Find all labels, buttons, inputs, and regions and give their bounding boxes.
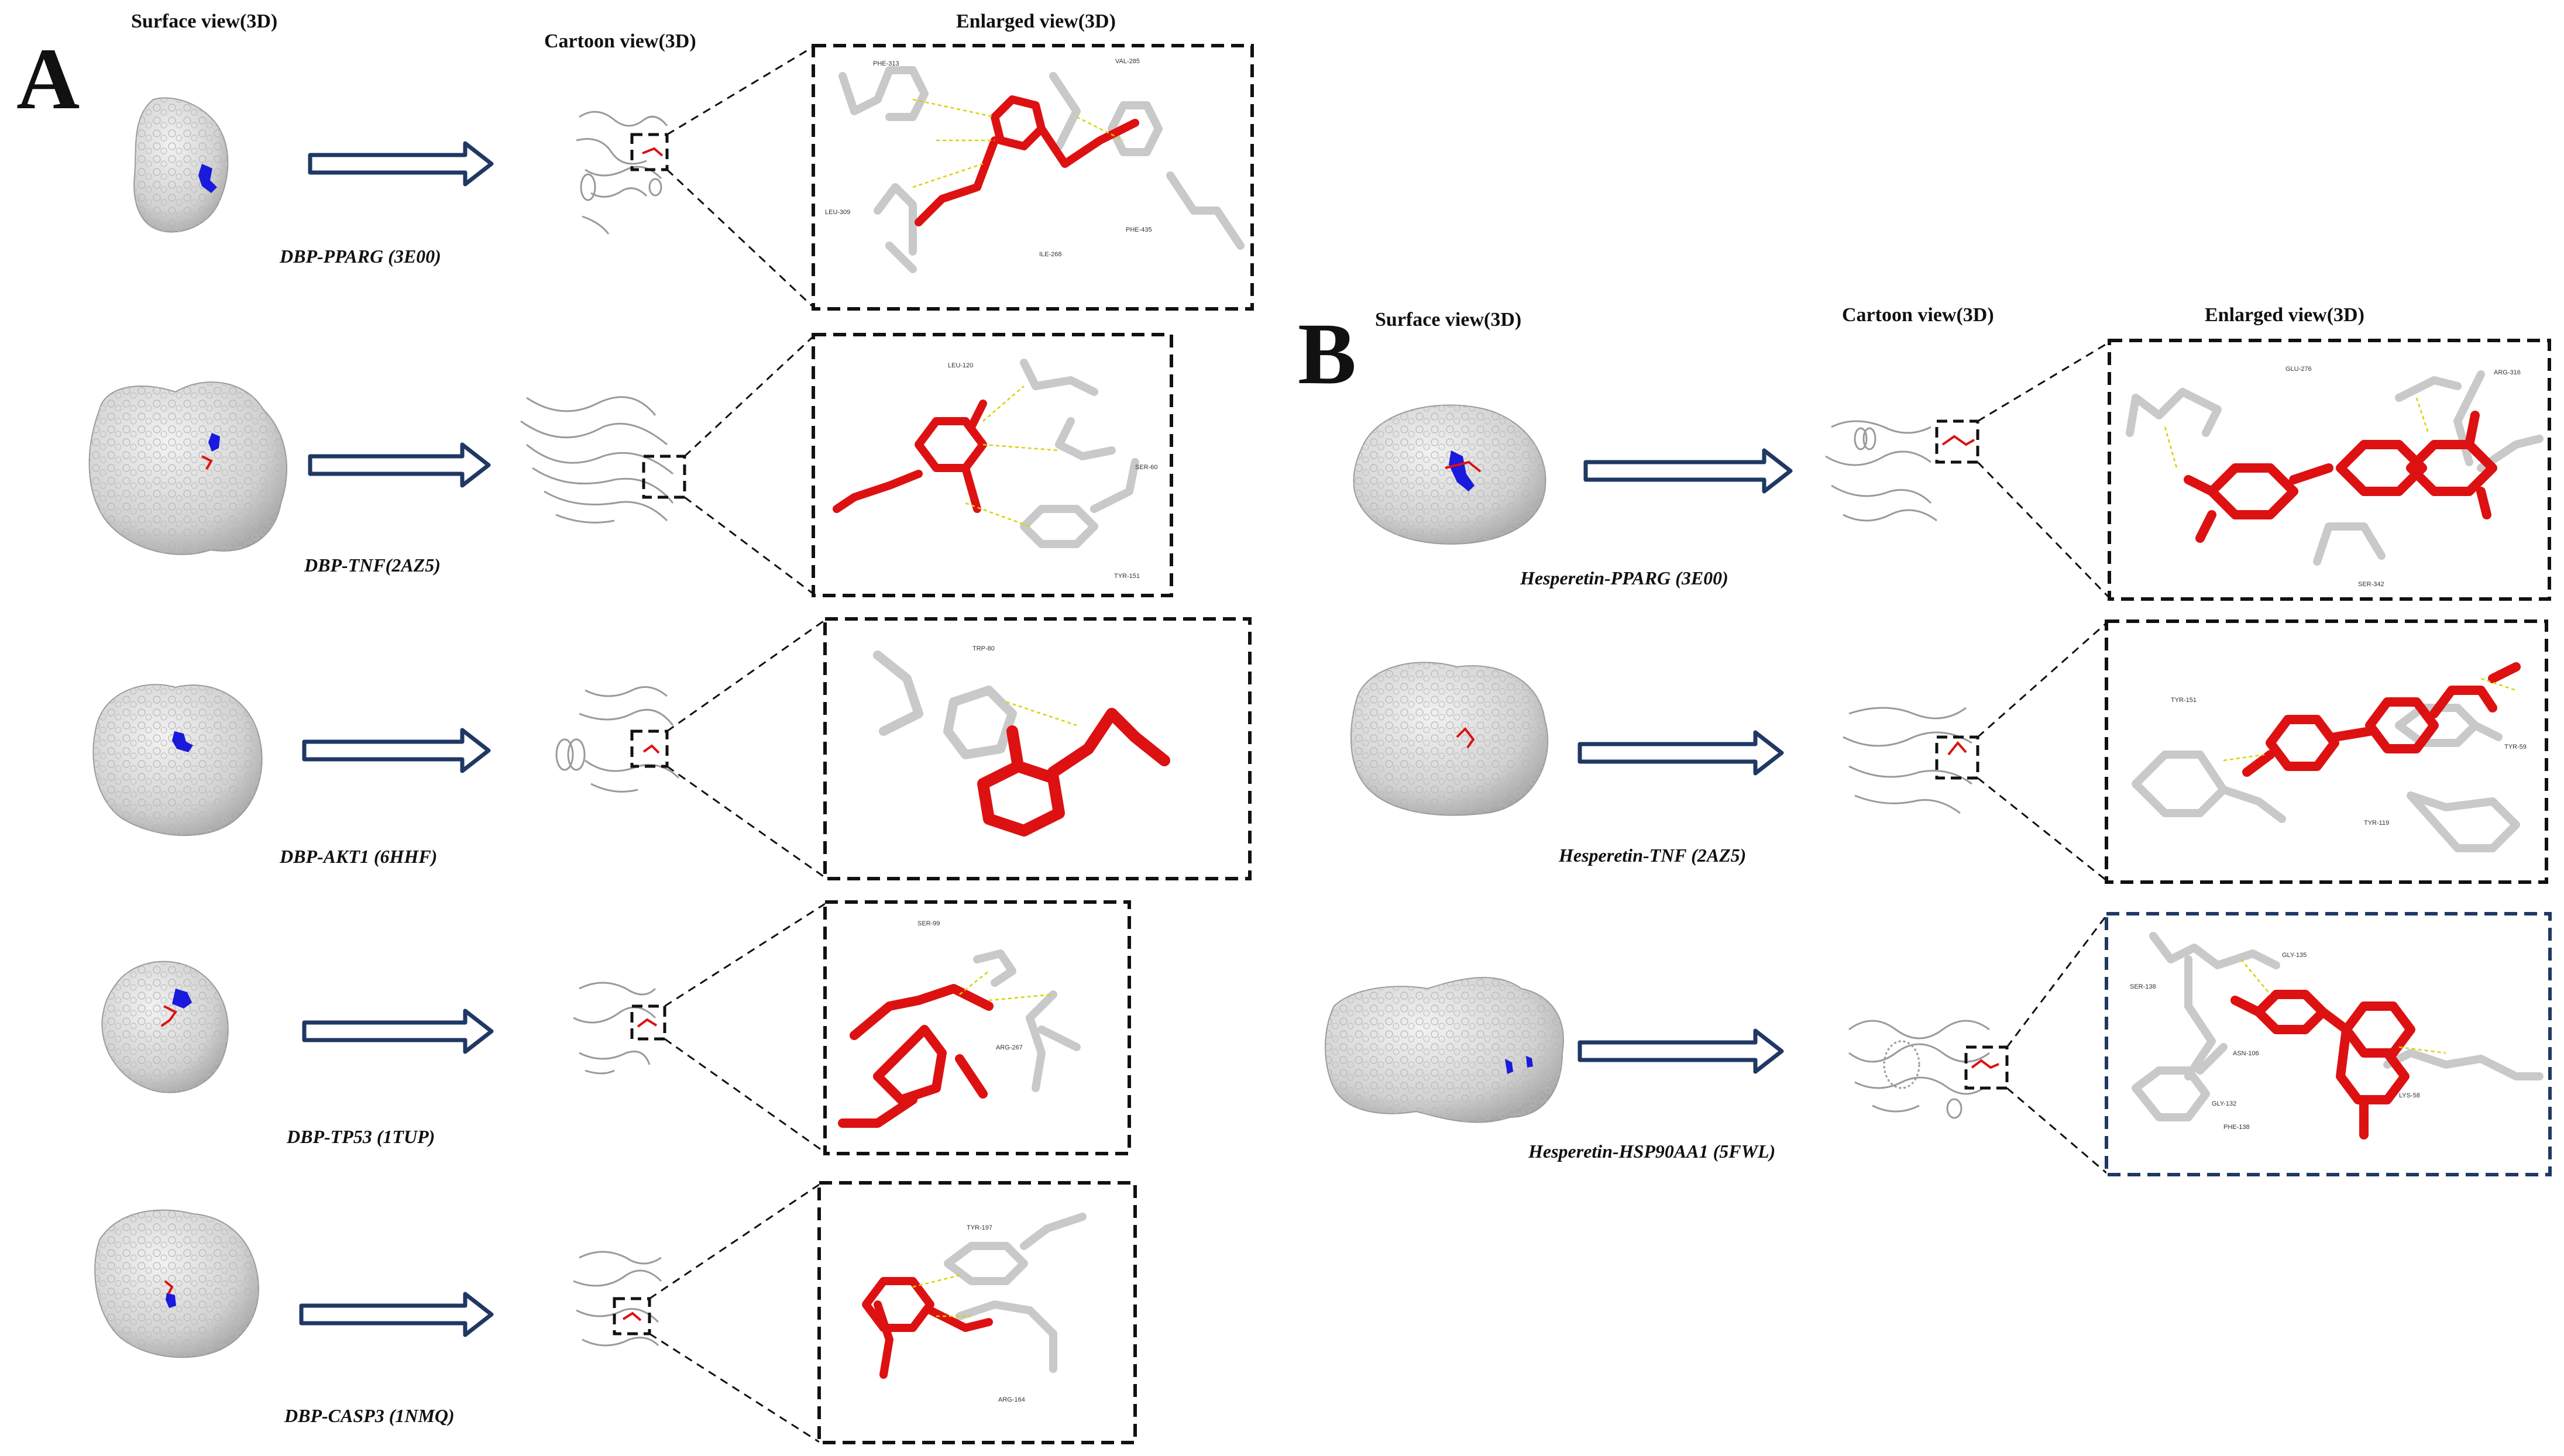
residue-label: ARG-164 (998, 1396, 1025, 1403)
caption-dbp-casp3: DBP-CASP3 (1NMQ) (284, 1405, 455, 1426)
caption-dbp-tp53: DBP-TP53 (1TUP) (287, 1126, 435, 1147)
arrow-dbp-casp3 (299, 1292, 494, 1337)
enlarged-box-dbp-casp3 (817, 1181, 1137, 1444)
caption-dbp-akt1: DBP-AKT1 (6HHF) (280, 846, 438, 867)
zoom-lines-dbp-pparg (666, 46, 814, 308)
header-enlarged-a: Enlarged view(3D) (956, 11, 1116, 32)
enlarged-box-hesperetin-tnf (2105, 619, 2548, 884)
caption-hesperetin-tnf: Hesperetin-TNF (2AZ5) (1559, 845, 1747, 866)
surface-dbp-tnf (88, 381, 287, 555)
binding-site-marker (208, 433, 220, 452)
cartoon-hesperetin-pparg (1825, 419, 1979, 522)
zoom-lines-dbp-akt1 (666, 619, 826, 879)
caption-hesperetin-hsp90aa1: Hesperetin-HSP90AA1 (5FWL) (1528, 1141, 1776, 1162)
header-cartoon-a: Cartoon view(3D) (544, 30, 696, 52)
arrow-dbp-akt1 (302, 728, 491, 773)
zoom-lines-dbp-casp3 (649, 1183, 820, 1443)
surface-hesperetin-hsp90aa1 (1325, 977, 1564, 1123)
caption-hesperetin-pparg: Hesperetin-PPARG (3E00) (1520, 567, 1728, 588)
surface-hesperetin-tnf (1350, 662, 1549, 816)
residue-label: ARG-316 (2494, 369, 2521, 376)
arrow-dbp-pparg (308, 141, 494, 187)
zoom-lines-dbp-tnf (683, 335, 814, 595)
cartoon-dbp-tnf (520, 396, 686, 524)
surface-dbp-pparg (133, 97, 229, 233)
residue-label: LYS-58 (2399, 1092, 2420, 1099)
residue-label: TYR-197 (967, 1224, 992, 1231)
residue-label: PHE-313 (873, 60, 899, 67)
binding-site-marker (1526, 1056, 1533, 1068)
binding-site-marker (1449, 450, 1475, 491)
header-cartoon-b: Cartoon view(3D) (1842, 304, 1994, 326)
residue-label: ILE-268 (1039, 251, 1062, 258)
caption-dbp-pparg: DBP-PPARG (3E00) (280, 246, 441, 267)
zoom-lines-hesperetin-tnf (1977, 622, 2107, 882)
arrow-hesperetin-tnf (1577, 730, 1784, 776)
residue-label: PHE-435 (1126, 226, 1152, 233)
residue-label: SER-138 (2130, 983, 2156, 990)
enlarged-box-hesperetin-hsp90aa1 (2105, 912, 2552, 1176)
surface-dbp-casp3 (94, 1209, 259, 1358)
residue-label: TYR-151 (1114, 573, 1140, 580)
arrow-hesperetin-pparg (1583, 448, 1793, 494)
residue-labels: PHE-313 VAL-285 LEU-309 ILE-268 PHE-435 … (825, 58, 2527, 1403)
zoom-lines-hesperetin-pparg (1977, 341, 2111, 599)
arrow-dbp-tnf (308, 442, 491, 488)
residue-label: TRP-80 (972, 645, 995, 652)
residue-label: GLY-135 (2282, 952, 2307, 959)
residue-label: TYR-59 (2504, 744, 2527, 751)
cartoon-dbp-akt1 (555, 686, 680, 793)
cartoon-hesperetin-hsp90aa1 (1848, 1020, 2009, 1119)
surface-dbp-tp53 (101, 961, 229, 1093)
cartoon-hesperetin-tnf (1843, 707, 1979, 814)
residue-label: SER-60 (1135, 464, 1158, 471)
binding-site-marker (198, 164, 217, 193)
enlarged-box-dbp-akt1 (823, 617, 1252, 880)
residue-label: SER-99 (917, 920, 940, 927)
binding-site-marker (172, 731, 193, 752)
panel-letter-b: B (1298, 305, 1357, 402)
binding-site-marker (166, 1293, 176, 1308)
enlarged-box-hesperetin-pparg (2108, 339, 2551, 601)
residue-label: LEU-309 (825, 209, 850, 216)
residue-label: ARG-267 (996, 1044, 1023, 1051)
residue-label: SER-342 (2358, 581, 2384, 588)
arrow-hesperetin-hsp90aa1 (1577, 1028, 1784, 1074)
enlarged-box-dbp-pparg (812, 44, 1254, 311)
cartoon-dbp-casp3 (573, 1251, 662, 1347)
residue-label: TYR-119 (2364, 820, 2389, 827)
arrow-dbp-tp53 (302, 1008, 494, 1054)
residue-label: PHE-138 (2223, 1124, 2250, 1131)
enlarged-box-dbp-tnf (812, 333, 1173, 597)
residue-label: ASN-106 (2233, 1050, 2259, 1057)
header-surface-b: Surface view(3D) (1375, 309, 1522, 331)
zoom-lines-dbp-tp53 (664, 903, 826, 1154)
residue-label: VAL-285 (1115, 58, 1140, 65)
cartoon-dbp-pparg (576, 111, 669, 235)
cartoon-dbp-tp53 (573, 982, 666, 1075)
header-surface-a: Surface view(3D) (131, 11, 278, 32)
zoom-lines-hesperetin-hsp90aa1 (2006, 915, 2108, 1174)
residue-label: GLY-132 (2212, 1100, 2236, 1107)
enlarged-box-dbp-tp53 (823, 900, 1131, 1155)
surface-hesperetin-pparg (1353, 404, 1546, 545)
surface-dbp-akt1 (92, 684, 263, 837)
residue-label: GLU-276 (2285, 366, 2312, 373)
binding-site-marker (172, 989, 192, 1008)
residue-label: TYR-151 (2171, 697, 2197, 704)
caption-dbp-tnf: DBP-TNF(2AZ5) (304, 555, 441, 576)
header-enlarged-b: Enlarged view(3D) (2205, 304, 2364, 326)
residue-label: LEU-120 (948, 362, 973, 369)
panel-letter-a: A (16, 30, 80, 128)
